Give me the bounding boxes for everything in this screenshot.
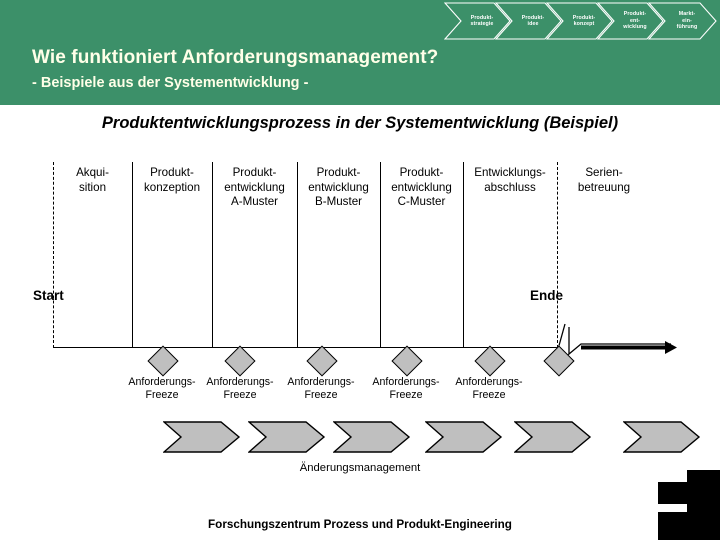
- milestone-diamond[interactable]: [147, 345, 179, 377]
- phase-label: Produkt- konzept: [572, 14, 596, 27]
- chevron-shape-icon: [648, 2, 717, 40]
- footer-organisation: Forschungszentrum Prozess und Produkt-En…: [208, 518, 512, 531]
- phase-chevron-produkt-strategie[interactable]: Produkt- strategie: [444, 2, 512, 40]
- column-header-produktkonzeption: Produkt-konzeption: [143, 166, 201, 194]
- milestone-label: Anforderungs-Freeze: [206, 376, 274, 401]
- phase-label: Produkt- strategie: [470, 14, 494, 27]
- change-chevron[interactable]: [514, 420, 592, 454]
- milestone-diamond[interactable]: [306, 345, 338, 377]
- phase-chevron-produkt-idee[interactable]: Produkt- idee: [495, 2, 563, 40]
- divider-line-2: [212, 162, 213, 348]
- phase-chevron-markteinfuehrung[interactable]: Markt- ein- führung: [648, 2, 718, 40]
- chevron-shape-icon: [546, 2, 613, 40]
- phase-label: Produkt- ent- wicklung: [623, 11, 647, 31]
- page-title: Wie funktioniert Anforderungsmanagement?: [32, 47, 439, 68]
- milestone-label: Anforderungs-Freeze: [372, 376, 440, 401]
- organisation-logo-icon: [658, 470, 720, 540]
- change-chevron[interactable]: [248, 420, 326, 454]
- divider-line-3: [297, 162, 298, 348]
- change-chevron[interactable]: [333, 420, 411, 454]
- phase-label: Markt- ein- führung: [676, 11, 698, 31]
- ende-label: Ende: [530, 288, 564, 303]
- timeline-break-and-arrow: [554, 323, 677, 362]
- milestone-label: Anforderungs-Freeze: [128, 376, 196, 401]
- section-heading: Produktentwicklungsprozess in der System…: [101, 114, 619, 132]
- divider-line-4: [380, 162, 381, 348]
- phase-nav: Produkt- strategie Produkt- idee Produkt…: [444, 2, 718, 40]
- chevron-shape-icon: [444, 2, 511, 40]
- milestone-diamond[interactable]: [474, 345, 506, 377]
- change-management-label: Änderungsmanagement: [299, 462, 421, 474]
- boundary-line-end: [557, 162, 558, 348]
- chevron-shape-icon: [495, 2, 562, 40]
- phase-label: Produkt- idee: [521, 14, 545, 27]
- change-chevron[interactable]: [425, 420, 503, 454]
- change-chevron[interactable]: [163, 420, 241, 454]
- milestone-diamond[interactable]: [391, 345, 423, 377]
- boundary-line-start: [53, 162, 54, 348]
- divider-line-5: [463, 162, 464, 348]
- milestone-label: Anforderungs-Freeze: [287, 376, 355, 401]
- chevron-shape-icon: [597, 2, 664, 40]
- divider-line-1: [132, 162, 133, 348]
- milestone-diamond[interactable]: [224, 345, 256, 377]
- phase-chevron-produktentwicklung[interactable]: Produkt- ent- wicklung: [597, 2, 665, 40]
- column-header-entwicklungsabschluss: Entwicklungs-abschluss: [474, 166, 546, 194]
- column-header-serienbetreuung: Serien-betreuung: [577, 166, 631, 194]
- header-band: [0, 0, 720, 105]
- start-label: Start: [33, 288, 64, 303]
- phase-chevron-produkt-konzept[interactable]: Produkt- konzept: [546, 2, 614, 40]
- change-chevron[interactable]: [623, 420, 701, 454]
- milestone-label: Anforderungs-Freeze: [455, 376, 523, 401]
- page-subtitle: - Beispiele aus der Systementwicklung -: [32, 75, 309, 91]
- timeline-axis: [53, 347, 558, 348]
- column-header-akquisition: Akqui-sition: [76, 166, 109, 194]
